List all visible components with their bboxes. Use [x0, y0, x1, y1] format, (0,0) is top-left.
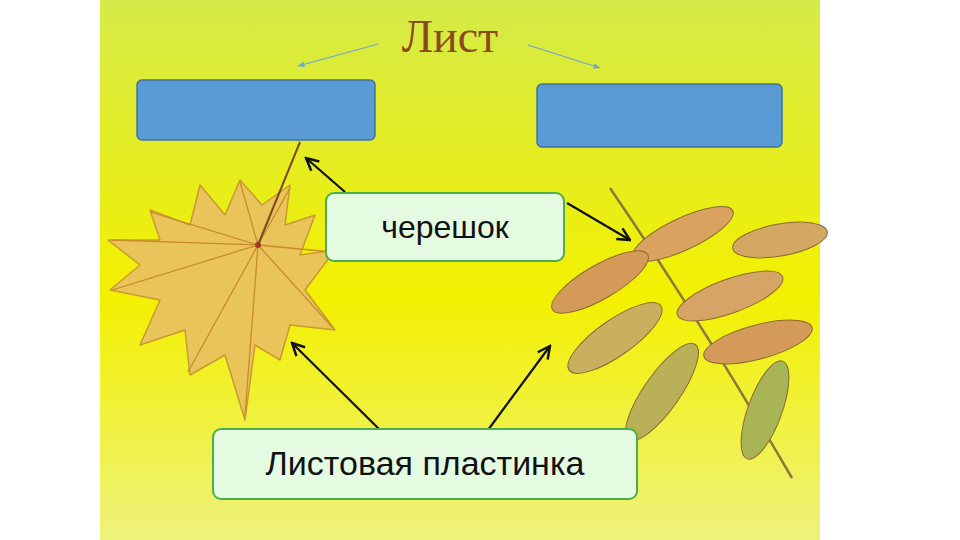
background-panel — [100, 0, 820, 540]
node-label: черешок — [381, 209, 509, 246]
node-label: Листовая пластинка — [266, 444, 585, 483]
diagram-title: Лист — [300, 12, 600, 63]
label-box: черешок — [325, 192, 565, 262]
title-arrow — [298, 44, 378, 66]
blank-box — [137, 80, 375, 140]
blank-box — [537, 84, 782, 147]
pointer-arrows — [292, 158, 630, 430]
maple-leaf — [108, 142, 335, 420]
label-box: Листовая пластинка — [212, 428, 638, 500]
title-arrow — [528, 45, 600, 68]
